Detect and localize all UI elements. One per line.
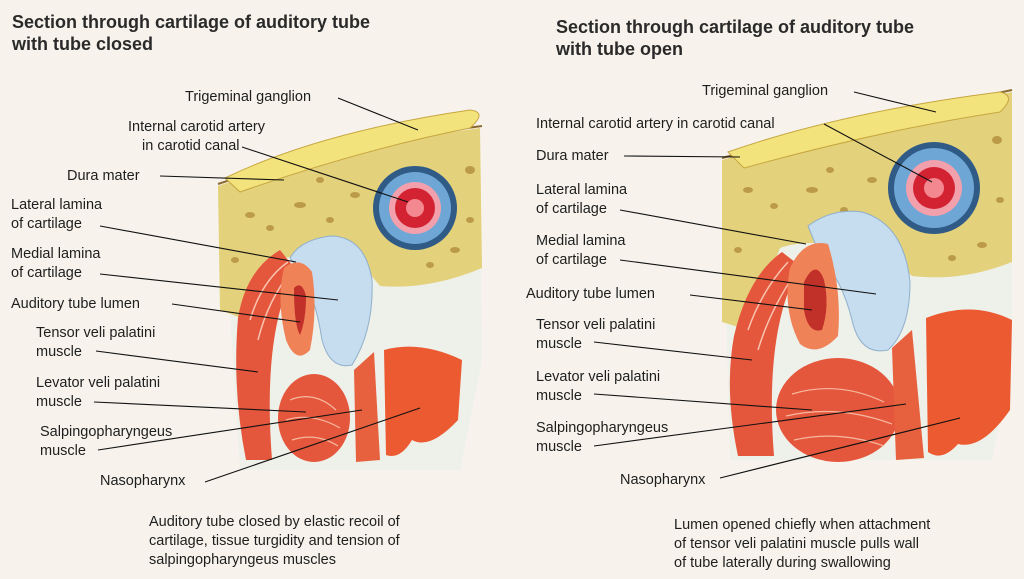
nasopharynx	[926, 309, 1012, 456]
label-internal-carotid-artery: Internal carotid artery in carotid canal	[128, 119, 266, 154]
title-line-2: with tube open	[556, 39, 683, 59]
caption-tube-closed: Auditory tube closed by elastic recoil o…	[149, 514, 400, 568]
label-dura-mater: Dura mater	[67, 168, 140, 184]
label-salpingopharyngeus: Salpingopharyngeus muscle	[536, 420, 669, 455]
title-line-1: Section through cartilage of auditory tu…	[556, 17, 915, 37]
label-auditory-tube-lumen: Auditory tube lumen	[11, 296, 140, 312]
label-auditory-tube-lumen: Auditory tube lumen	[526, 286, 655, 302]
title-line-1: Section through cartilage of auditory tu…	[12, 12, 371, 32]
illustration-tube-open	[593, 89, 1013, 479]
label-tensor-veli-palatini: Tensor veli palatini muscle	[536, 317, 656, 352]
label-lateral-lamina: Lateral lamina of cartilage	[536, 182, 628, 217]
nasopharynx	[384, 346, 462, 456]
label-nasopharynx: Nasopharynx	[620, 472, 706, 488]
label-nasopharynx: Nasopharynx	[100, 473, 186, 489]
salpingopharyngeus-muscle	[354, 352, 380, 462]
label-tensor-veli-palatini: Tensor veli palatini muscle	[36, 325, 156, 360]
leader-lines	[593, 91, 961, 479]
salpingopharyngeus-muscle	[892, 330, 924, 460]
leader-lines	[93, 97, 421, 483]
label-internal-carotid-artery: Internal carotid artery in carotid canal	[536, 116, 775, 132]
caption-tube-open: Lumen opened chiefly when attachment of …	[674, 517, 931, 571]
label-medial-lamina: Medial lamina of cartilage	[536, 233, 626, 268]
illustration-tube-closed	[93, 97, 483, 483]
auditory-tube-lumen	[294, 285, 306, 335]
label-salpingopharyngeus: Salpingopharyngeus muscle	[40, 424, 173, 459]
panel-title: Section through cartilage of auditory tu…	[556, 16, 914, 60]
auditory-tube-lumen	[804, 269, 827, 331]
label-trigeminal-ganglion: Trigeminal ganglion	[702, 83, 829, 99]
label-levator-veli-palatini: Levator veli palatini muscle	[36, 375, 161, 410]
trigeminal-ganglion	[727, 91, 1009, 169]
panel-tube-closed: Section through cartilage of auditory tu…	[11, 11, 483, 568]
label-dura-mater: Dura mater	[536, 148, 609, 164]
label-lateral-lamina: Lateral lamina of cartilage	[11, 197, 103, 232]
lateral-lamina-cartilage	[289, 235, 373, 367]
panel-tube-open: Section through cartilage of auditory tu…	[512, 0, 1024, 579]
lateral-lamina-cartilage	[807, 210, 911, 352]
label-medial-lamina: Medial lamina of cartilage	[11, 246, 101, 281]
label-trigeminal-ganglion: Trigeminal ganglion	[185, 89, 312, 105]
panel-title: Section through cartilage of auditory tu…	[12, 11, 370, 55]
levator-veli-palatini-muscle	[776, 358, 900, 462]
trigeminal-ganglion	[224, 109, 480, 193]
title-line-2: with tube closed	[12, 34, 154, 54]
label-levator-veli-palatini: Levator veli palatini muscle	[536, 369, 661, 404]
